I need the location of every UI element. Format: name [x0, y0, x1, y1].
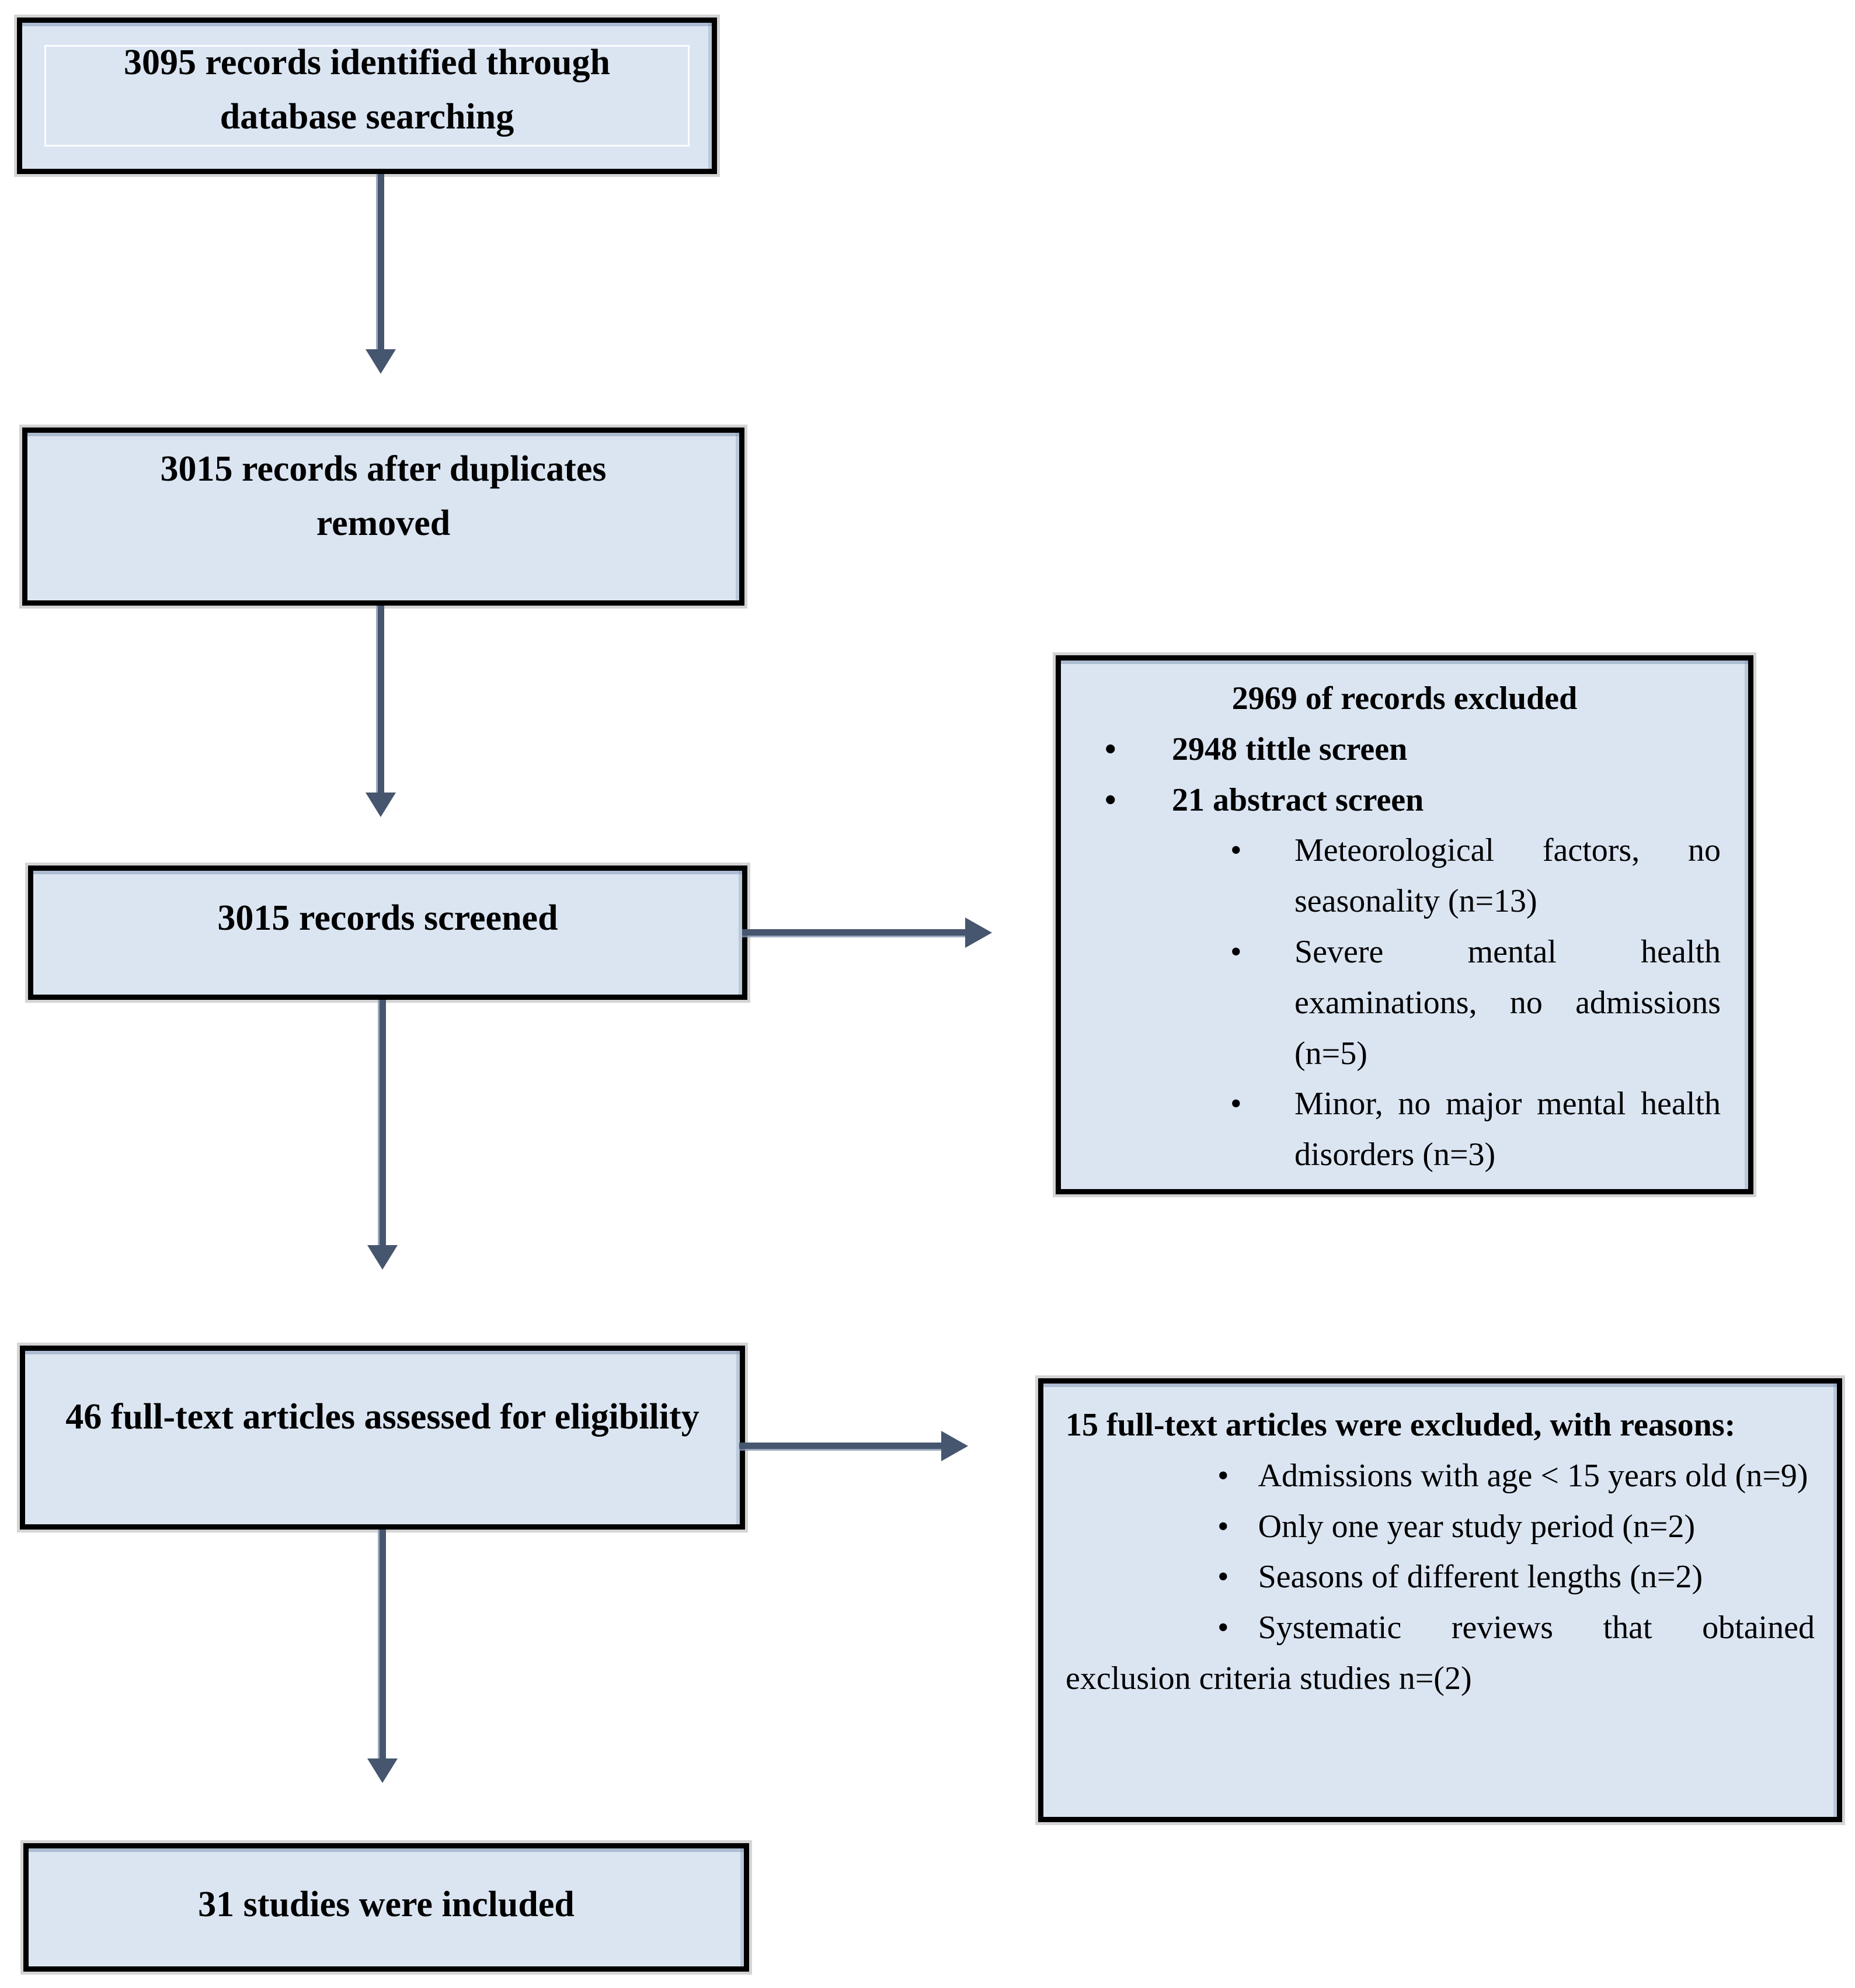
list-item-text: Systematic reviews that obtained exclusi…	[1066, 1610, 1815, 1697]
box-fulltext-assessed-text: 46 full-text articles assessed for eligi…	[65, 1397, 699, 1437]
bullet-icon: •	[1217, 1457, 1229, 1494]
list-item-text: 21 abstract screen	[1172, 781, 1424, 818]
bullet-icon: •	[1217, 1610, 1229, 1646]
list-item-text: Admissions with age < 15 years old (n=9)	[1258, 1457, 1808, 1494]
arrow-identified-to-duplicates-line	[378, 174, 384, 349]
box-studies-included: 31 studies were included	[23, 1843, 749, 1972]
arrow-screened-to-excluded-line	[742, 929, 965, 936]
arrow-screened-to-excluded-head	[965, 917, 992, 948]
box-records-identified-text: 3095 records identified through database…	[123, 43, 610, 137]
arrow-fulltext-to-included-head	[367, 1758, 398, 1783]
arrow-identified-to-duplicates-head	[366, 349, 396, 374]
box-fulltext-assessed: 46 full-text articles assessed for eligi…	[20, 1346, 745, 1530]
bullet-icon: •	[1217, 1559, 1229, 1596]
list-item-text: Severe mental health examinations, no ad…	[1294, 933, 1721, 1072]
list-item: • Minor, no major mental health disorder…	[1084, 1079, 1725, 1180]
box-records-excluded: 2969 of records excluded • 2948 tittle s…	[1056, 655, 1753, 1194]
list-item: • 21 abstract screen	[1084, 775, 1725, 826]
list-item-text: Minor, no major mental health disorders …	[1294, 1086, 1721, 1173]
bullet-icon: •	[1217, 1508, 1229, 1545]
list-item-text: Seasons of different lengths (n=2)	[1258, 1559, 1703, 1596]
arrow-screened-to-fulltext-line	[380, 1000, 386, 1245]
box-records-screened-text: 3015 records screened	[217, 898, 558, 938]
list-item: • Meteorological factors, no seasonality…	[1084, 825, 1725, 927]
box-studies-included-text: 31 studies were included	[198, 1884, 575, 1924]
box-fulltext-excluded: 15 full-text articles were excluded, wit…	[1038, 1378, 1842, 1822]
records-excluded-title: 2969 of records excluded	[1231, 680, 1578, 717]
arrow-fulltext-to-excluded-line	[739, 1443, 941, 1449]
box-after-duplicates: 3015 records after duplicates removed	[22, 428, 744, 606]
arrow-duplicates-to-screened-head	[366, 793, 396, 817]
list-item-text: Only one year study period (n=2)	[1258, 1508, 1696, 1545]
list-item: • 2948 tittle screen	[1084, 724, 1725, 775]
arrow-fulltext-to-excluded-head	[941, 1431, 968, 1461]
bullet-icon: •	[1105, 781, 1116, 818]
bullet-icon: •	[1230, 1086, 1242, 1122]
arrow-duplicates-to-screened-line	[378, 606, 384, 793]
list-item-text: Meteorological factors, no seasonality (…	[1294, 832, 1721, 920]
list-item: • Only one year study period (n=2)	[1066, 1502, 1815, 1552]
box-after-duplicates-text: 3015 records after duplicates removed	[160, 449, 607, 543]
arrow-screened-to-fulltext-head	[367, 1245, 398, 1270]
box-records-screened: 3015 records screened	[28, 866, 747, 1000]
list-item: •Systematic reviews that obtained exclus…	[1066, 1603, 1815, 1704]
arrow-fulltext-to-included-line	[380, 1530, 386, 1758]
box-records-identified: 3095 records identified through database…	[17, 18, 717, 174]
list-item: • Admissions with age < 15 years old (n=9…	[1066, 1451, 1815, 1502]
list-item-text: 2948 tittle screen	[1172, 731, 1408, 767]
bullet-icon: •	[1105, 731, 1116, 767]
bullet-icon: •	[1230, 832, 1242, 869]
list-item: • Seasons of different lengths (n=2)	[1066, 1552, 1815, 1603]
fulltext-excluded-title: 15 full-text articles were excluded, wit…	[1066, 1407, 1736, 1443]
bullet-icon: •	[1230, 933, 1242, 970]
list-item: • Severe mental health examinations, no …	[1084, 927, 1725, 1079]
